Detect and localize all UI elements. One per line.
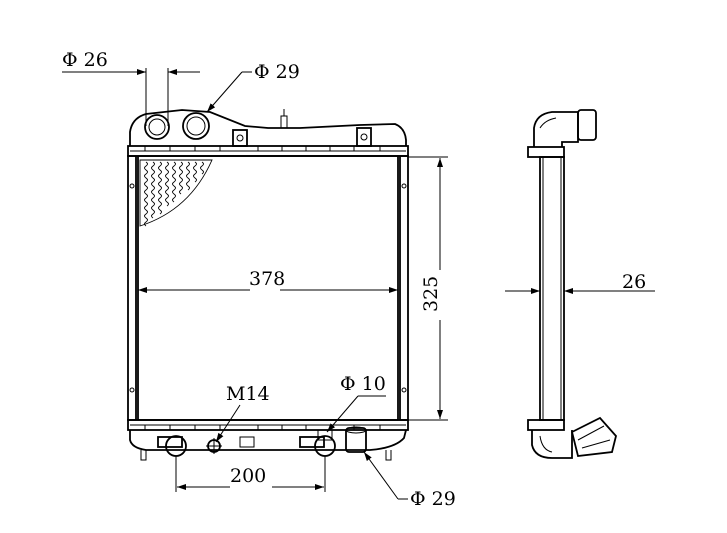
fin-detail: [139, 159, 213, 227]
drain-fitting: [317, 429, 333, 441]
side-view: [527, 109, 617, 459]
label-width: 378: [249, 268, 285, 290]
bottom-mount-left: [165, 435, 187, 457]
label-dia-bottom: Φ 29: [410, 488, 456, 510]
label-dia-top-left: Φ 26: [62, 49, 108, 71]
bottom-bracket-right: [299, 436, 325, 448]
label-dia-top-right: Φ 29: [254, 61, 300, 83]
bottom-tank: [129, 429, 407, 451]
label-thread: M14: [226, 383, 270, 405]
label-thickness: 26: [622, 271, 646, 293]
label-bottom-spacing: 200: [230, 465, 266, 487]
side-rail-right: [399, 155, 409, 421]
outlet-neck: [345, 427, 367, 453]
side-rail-left: [127, 155, 137, 421]
side-outlet-elbow: [531, 430, 573, 459]
bottom-peg-right: [385, 450, 392, 461]
top-sensor: [280, 109, 288, 128]
label-dia-drain: Φ 10: [340, 373, 386, 395]
top-bracket-right: [356, 127, 372, 147]
dimension-lines: [62, 68, 655, 500]
front-view: [127, 109, 409, 461]
side-core: [539, 156, 565, 421]
bottom-header-plate: [127, 419, 409, 431]
side-bottom-header: [527, 419, 565, 431]
top-tank: [129, 109, 407, 146]
inlet-neck-right: [182, 112, 210, 140]
label-height: 325: [420, 276, 442, 312]
side-top-header: [527, 146, 565, 158]
bottom-peg-left: [140, 450, 147, 461]
side-outlet-pipe: [570, 416, 617, 457]
inlet-neck-left: [144, 114, 170, 140]
side-inlet-elbow: [533, 111, 579, 147]
top-plate-tabs: [144, 146, 381, 151]
top-bracket-left: [232, 129, 248, 147]
